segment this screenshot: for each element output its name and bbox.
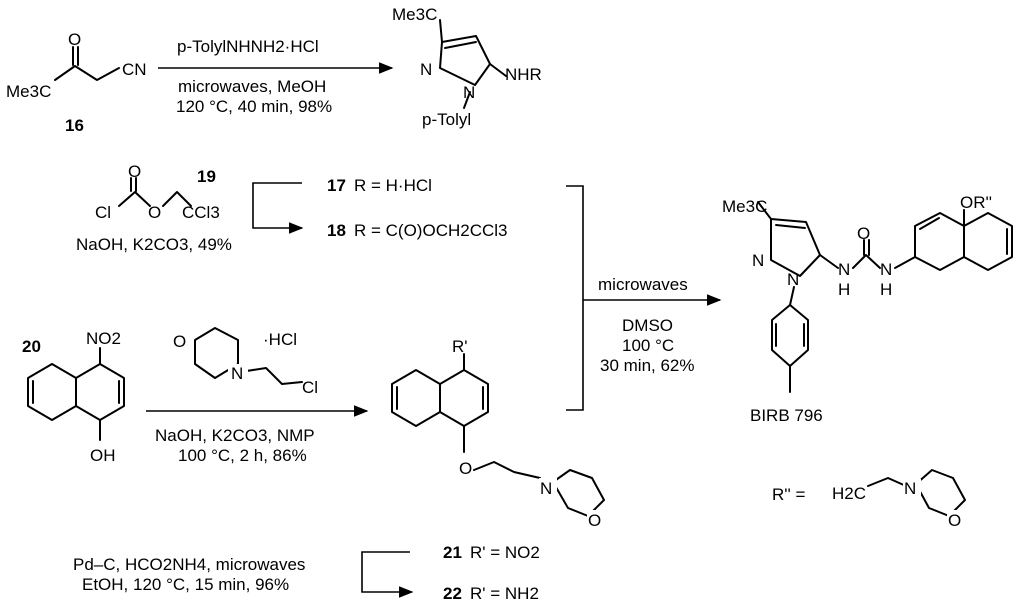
coupling-arrow: microwaves DMSO 100 °C 30 min, 62%	[566, 185, 722, 411]
chloro-group: Cl	[302, 378, 318, 397]
product-name: BIRB 796	[750, 406, 823, 425]
product-or2: OR''	[960, 193, 992, 212]
hydrochloride: ·HCl	[263, 330, 297, 349]
pyrazole-me3c: Me3C	[392, 5, 437, 24]
chloroformate-ccl3: CCl3	[182, 203, 220, 222]
compound-21-number: 21	[443, 543, 462, 562]
chloroformate-19: O Cl O CCl3 19 NaOH, K2CO3, 49%	[76, 162, 232, 254]
product-nh-left-h: H	[838, 280, 850, 299]
coupling-cond-top: microwaves	[598, 275, 688, 294]
pyrazole-amine: Me3C N N NHR p-Tolyl	[392, 5, 542, 129]
compound-17-number: 17	[327, 176, 346, 195]
compound-17-definition: R = H·HCl	[354, 176, 432, 195]
product-n1: N	[787, 270, 799, 289]
product-birb-796: Me3C N N N H O N H OR'' BIRB 796	[722, 193, 1013, 425]
coupling-solvent: DMSO	[622, 316, 673, 335]
compound-18-definition: R = C(O)OCH2CCl3	[354, 221, 508, 240]
r-double-prime-definition: R'' = H2C N O	[772, 469, 966, 530]
rdef-label: R'' =	[772, 485, 805, 504]
step3-cond-line1: NaOH, K2CO3, NMP	[155, 426, 315, 445]
compound-19-label: 19	[197, 167, 216, 186]
coupling-time: 30 min, 62%	[600, 356, 695, 375]
compound-22-definition: R' = NH2	[470, 584, 539, 603]
step1-reagent: p-TolylNHNH2·HCl	[177, 37, 319, 56]
ketonitrile-cn: CN	[122, 60, 147, 79]
product-nh-right-n: N	[880, 260, 892, 279]
product-nh-right-h: H	[880, 280, 892, 299]
compound-22-number: 22	[443, 584, 462, 603]
r-prime-group: R'	[452, 337, 468, 356]
compound-20-label: 20	[22, 337, 41, 356]
step2-arrow: 17 R = H·HCl 18 R = C(O)OCH2CCl3	[252, 176, 508, 240]
pyrazole-n2: N	[420, 60, 432, 79]
morpholine-o: O	[173, 332, 186, 351]
pyrazole-n1: N	[463, 83, 475, 102]
chloroethylmorpholine: O N Cl ·HCl	[171, 327, 318, 397]
compound-21-definition: R' = NO2	[470, 543, 540, 562]
ether-morpholine-n: N	[540, 479, 552, 498]
ketonitrile-16: O Me3C CN 16	[6, 30, 147, 135]
product-n2: N	[752, 251, 764, 270]
product-me3c: Me3C	[722, 197, 767, 216]
step4-arrow: Pd–C, HCO2NH4, microwaves EtOH, 120 °C, …	[73, 543, 540, 603]
compound-18-number: 18	[327, 221, 346, 240]
product-nh-left-n: N	[838, 260, 850, 279]
naphthyl-ether: R' O N O	[391, 337, 605, 530]
ketonitrile-me3c: Me3C	[6, 82, 51, 101]
step2-conditions: NaOH, K2CO3, 49%	[76, 235, 232, 254]
step4-cond-line1: Pd–C, HCO2NH4, microwaves	[73, 555, 305, 574]
step1-cond-line1: microwaves, MeOH	[178, 77, 326, 96]
ether-oxygen: O	[459, 459, 472, 478]
ketonitrile-o: O	[68, 30, 81, 49]
compound-16-label: 16	[65, 116, 84, 135]
nitronaphthol-20: NO2 OH 20	[22, 329, 125, 465]
step4-cond-line2: EtOH, 120 °C, 15 min, 96%	[82, 575, 289, 594]
coupling-temp: 100 °C	[622, 336, 674, 355]
rdef-h2c: H2C	[832, 484, 866, 503]
ether-morpholine-o: O	[588, 511, 601, 530]
step3-arrow: NaOH, K2CO3, NMP 100 °C, 2 h, 86%	[146, 405, 369, 465]
hydroxyl-group: OH	[90, 446, 116, 465]
step1-cond-line2: 120 °C, 40 min, 98%	[176, 97, 332, 116]
morpholine-n: N	[231, 364, 243, 383]
pyrazole-tolyl: p-Tolyl	[422, 110, 471, 129]
rdef-n: N	[904, 479, 916, 498]
pyrazole-nhr: NHR	[505, 65, 542, 84]
nitro-group: NO2	[86, 329, 121, 348]
chloroformate-cl: Cl	[95, 203, 111, 222]
rdef-o: O	[948, 511, 961, 530]
chloroformate-o-ester: O	[148, 203, 161, 222]
product-urea-o: O	[857, 224, 870, 243]
chloroformate-o-carbonyl: O	[128, 162, 141, 181]
step3-cond-line2: 100 °C, 2 h, 86%	[178, 446, 307, 465]
step1-arrow: p-TolylNHNH2·HCl microwaves, MeOH 120 °C…	[158, 37, 394, 116]
